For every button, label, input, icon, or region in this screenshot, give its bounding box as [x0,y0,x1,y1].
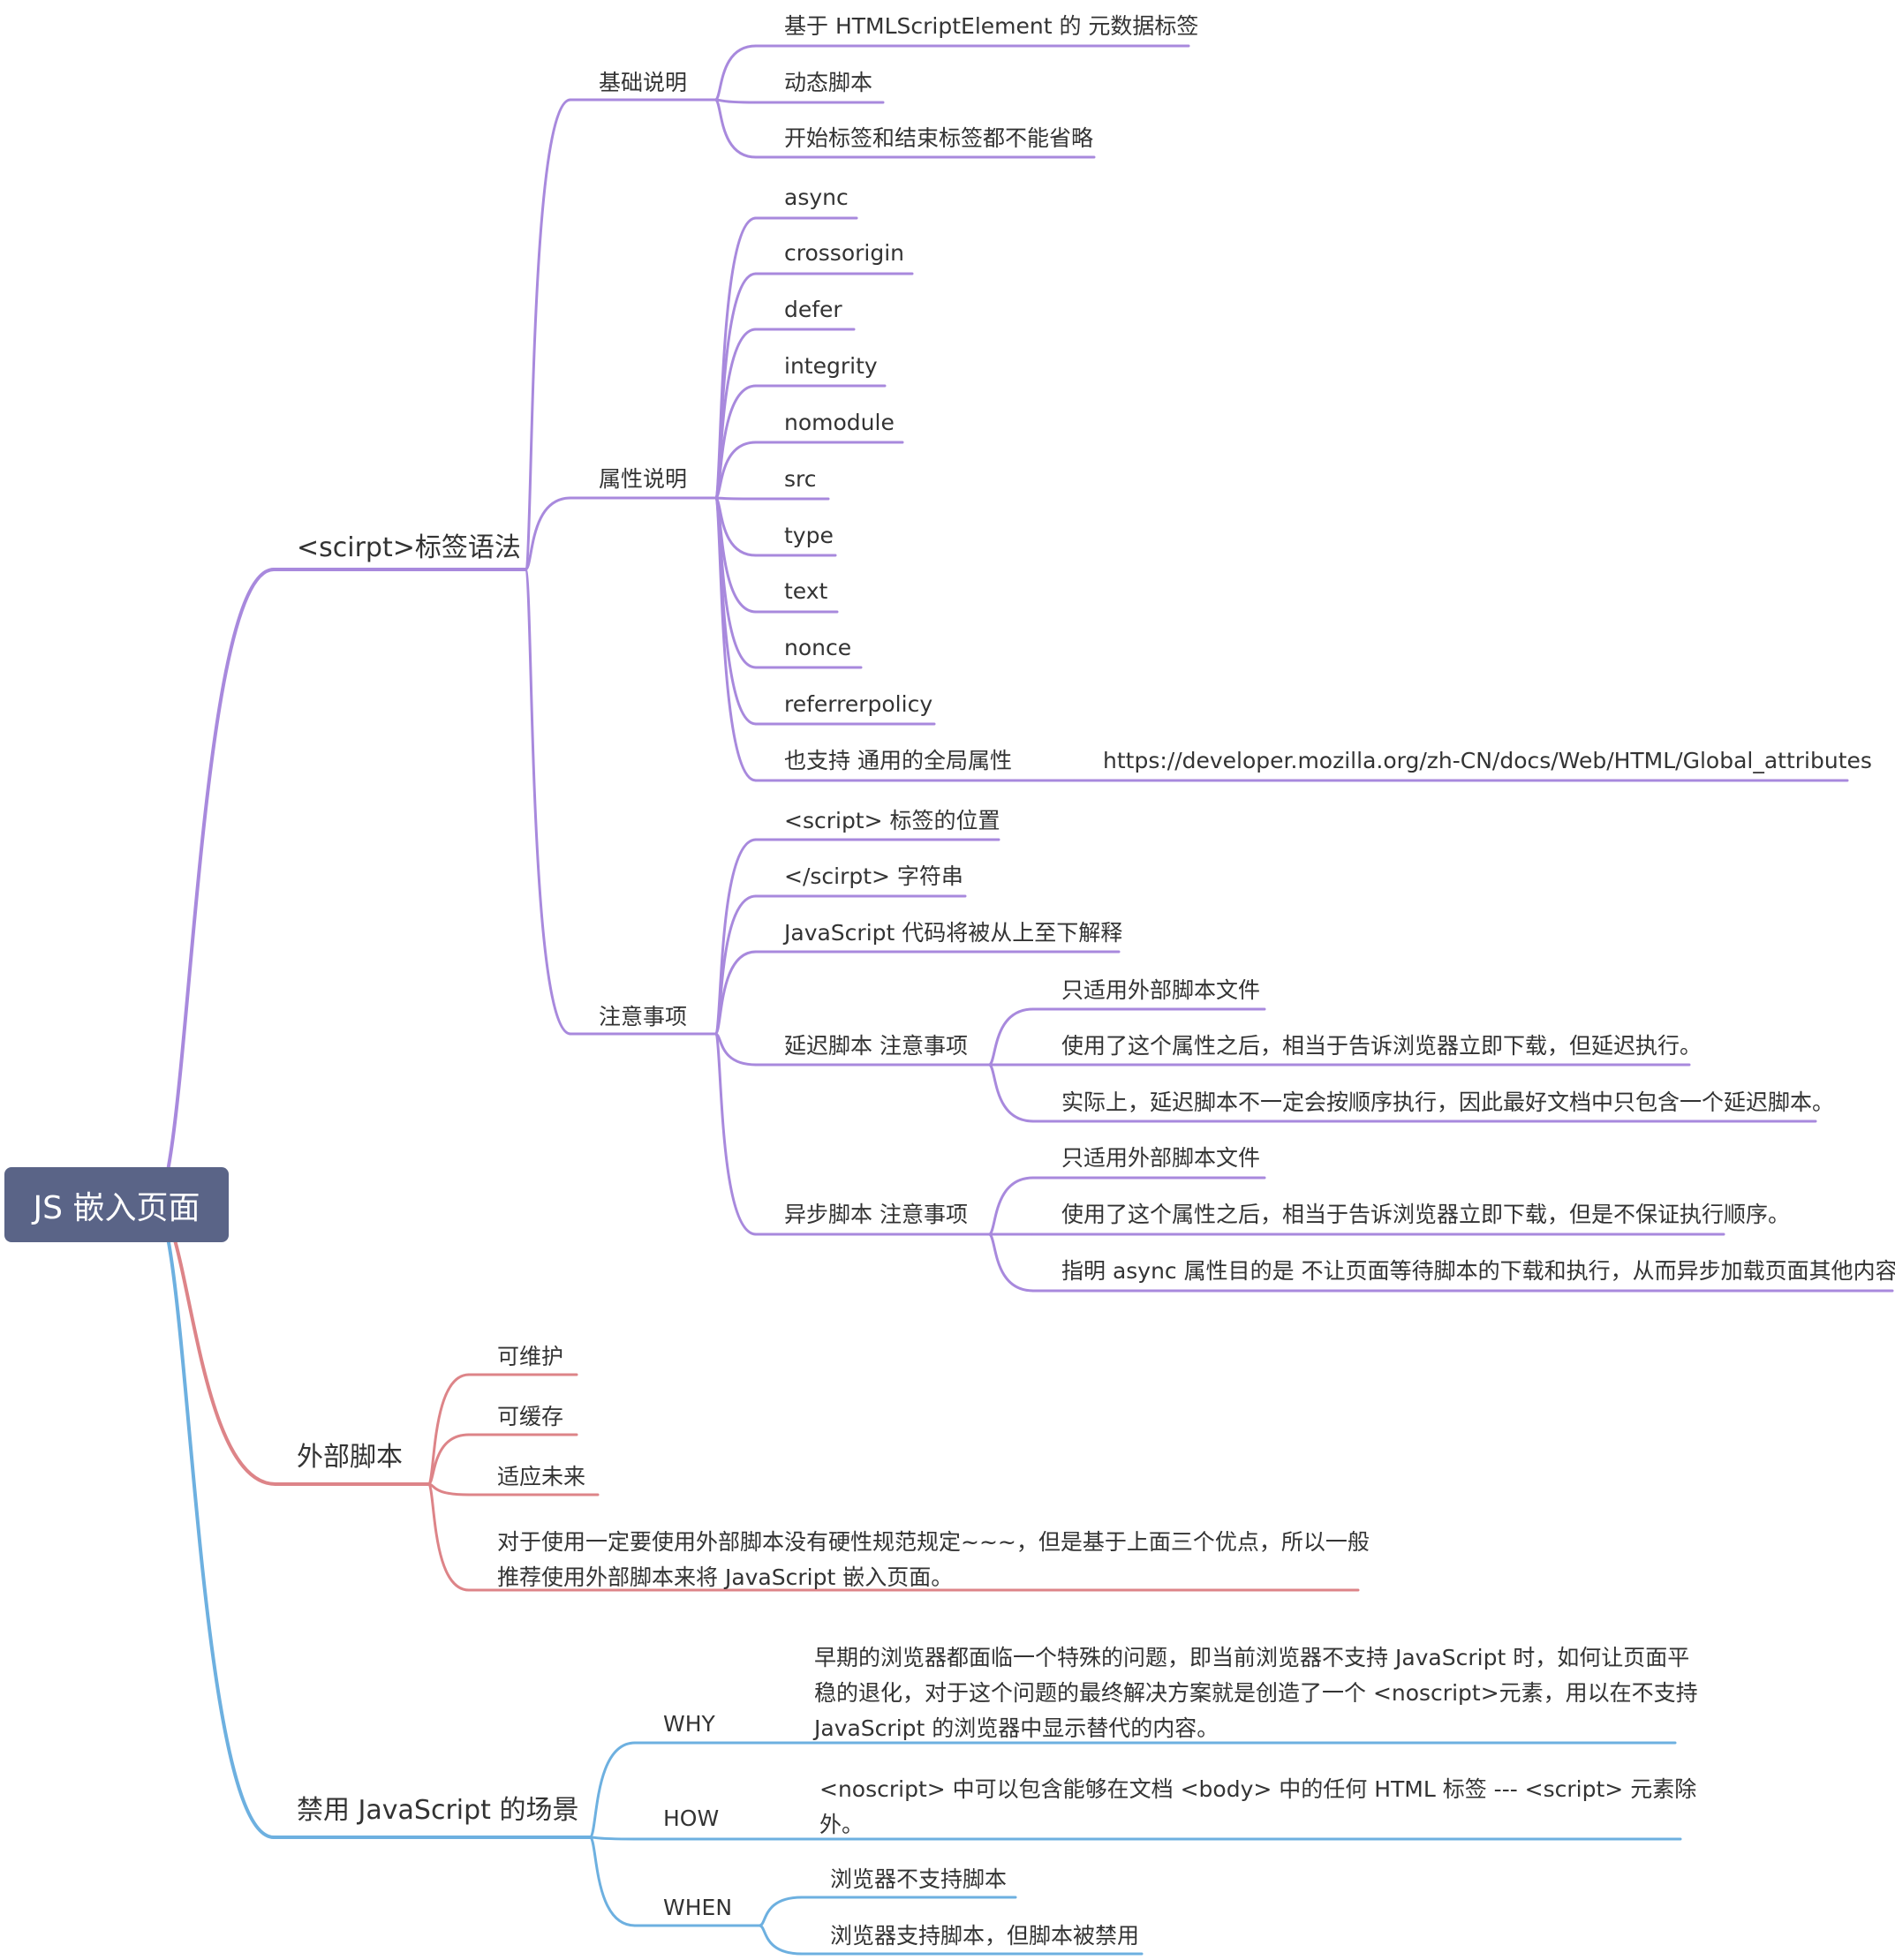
node-0-0-1[interactable]: 动态脚本 [784,70,873,95]
node-2[interactable]: 禁用 JavaScript 的场景 [297,1795,579,1826]
connector-0-2-2 [713,950,758,1036]
node-0-1-9[interactable]: referrerpolicy [784,691,933,717]
connector-0-0-2 [713,98,758,159]
connector-0-0-0 [713,44,758,102]
node-0-2-2[interactable]: JavaScript 代码将被从上至下解释 [784,920,1123,946]
node-0-1[interactable]: 属性说明 [599,466,688,492]
node-0-0-2[interactable]: 开始标签和结束标签都不能省略 [784,125,1094,151]
node-0-1-8[interactable]: nonce [784,635,852,660]
connector-2-0 [588,1741,637,1839]
connector-0-2-3-2 [987,1063,1035,1123]
connector-0-0 [524,98,572,571]
connector-0-1-4 [713,441,758,500]
connector-0-2-4 [713,1032,758,1236]
node-0-0[interactable]: 基础说明 [599,70,688,95]
node-0-2-3-1[interactable]: 使用了这个属性之后，相当于告诉浏览器立即下载，但延迟执行。 [1061,1033,1702,1059]
node-2-2-0[interactable]: 浏览器不支持脚本 [830,1866,1008,1892]
node-2-0-0[interactable]: 早期的浏览器都面临一个特殊的问题，即当前浏览器不支持 JavaScript 时，… [814,1645,1698,1741]
node-0-2-3-2[interactable]: 实际上，延迟脚本不一定会按顺序执行，因此最好文档中只包含一个延迟脚本。 [1061,1089,1835,1115]
node-1-0[interactable]: 可维护 [497,1344,564,1369]
node-1-2[interactable]: 适应未来 [497,1464,586,1489]
connector-0-2-4-2 [987,1233,1035,1293]
node-0-1-4[interactable]: nomodule [784,410,895,435]
node-0-1-10-0[interactable]: https://developer.mozilla.org/zh-CN/docs… [1103,748,1872,773]
connector-2-2 [588,1836,637,1927]
node-1[interactable]: 外部脚本 [297,1442,403,1473]
node-0-1-3[interactable]: integrity [784,353,878,379]
node-0-2-4-2[interactable]: 指明 async 属性目的是 不让页面等待脚本的下载和执行，从而异步加载页面其他… [1061,1258,1895,1284]
node-2-2-1[interactable]: 浏览器支持脚本，但脚本被禁用 [830,1923,1140,1949]
node-0-2-4[interactable]: 异步脚本 注意事项 [784,1202,968,1227]
connector-1-3 [427,1482,471,1592]
node-0-2-3-0[interactable]: 只适用外部脚本文件 [1061,977,1261,1003]
node-0-1-2[interactable]: defer [784,297,842,322]
node-2-0[interactable]: WHY [663,1711,715,1737]
node-2-1[interactable]: HOW [663,1805,720,1831]
node-0-2-3[interactable]: 延迟脚本 注意事项 [784,1033,968,1059]
node-0-2-0[interactable]: <script> 标签的位置 [784,808,1000,833]
connector-0-1-10 [713,496,758,782]
connector-0-2 [524,568,572,1036]
node-0-2-4-0[interactable]: 只适用外部脚本文件 [1061,1145,1261,1171]
root-node[interactable]: JS 嵌入页面 [4,1167,229,1242]
connector-0-2-3-0 [987,1007,1035,1067]
connector-0-2-4-0 [987,1176,1035,1236]
node-0-1-10[interactable]: 也支持 通用的全局属性 [784,748,1012,773]
connector-0-1 [524,496,572,571]
connector-1-1 [427,1433,471,1486]
node-0-1-1[interactable]: crossorigin [784,240,904,266]
node-2-1-0[interactable]: <noscript> 中可以包含能够在文档 <body> 中的任何 HTML 标… [819,1776,1697,1837]
node-1-1[interactable]: 可缓存 [497,1404,564,1429]
node-0-1-5[interactable]: src [784,466,817,492]
node-1-3[interactable]: 对于使用一定要使用外部脚本没有硬性规范规定~~~，但是基于上面三个优点，所以一般… [497,1529,1370,1590]
node-0-2-1[interactable]: </scirpt> 字符串 [784,863,963,889]
node-0-1-0[interactable]: async [784,185,849,210]
node-0-2-4-1[interactable]: 使用了这个属性之后，相当于告诉浏览器立即下载，但是不保证执行顺序。 [1061,1202,1791,1227]
node-2-2[interactable]: WHEN [663,1895,733,1920]
node-0-2[interactable]: 注意事项 [599,1004,688,1029]
connector-2-2-1 [758,1924,804,1956]
node-0[interactable]: <scirpt>标签语法 [297,532,521,563]
node-0-1-7[interactable]: text [784,578,828,604]
node-0-1-6[interactable]: type [784,523,834,548]
node-0-0-0[interactable]: 基于 HTMLScriptElement 的 元数据标签 [784,13,1199,39]
